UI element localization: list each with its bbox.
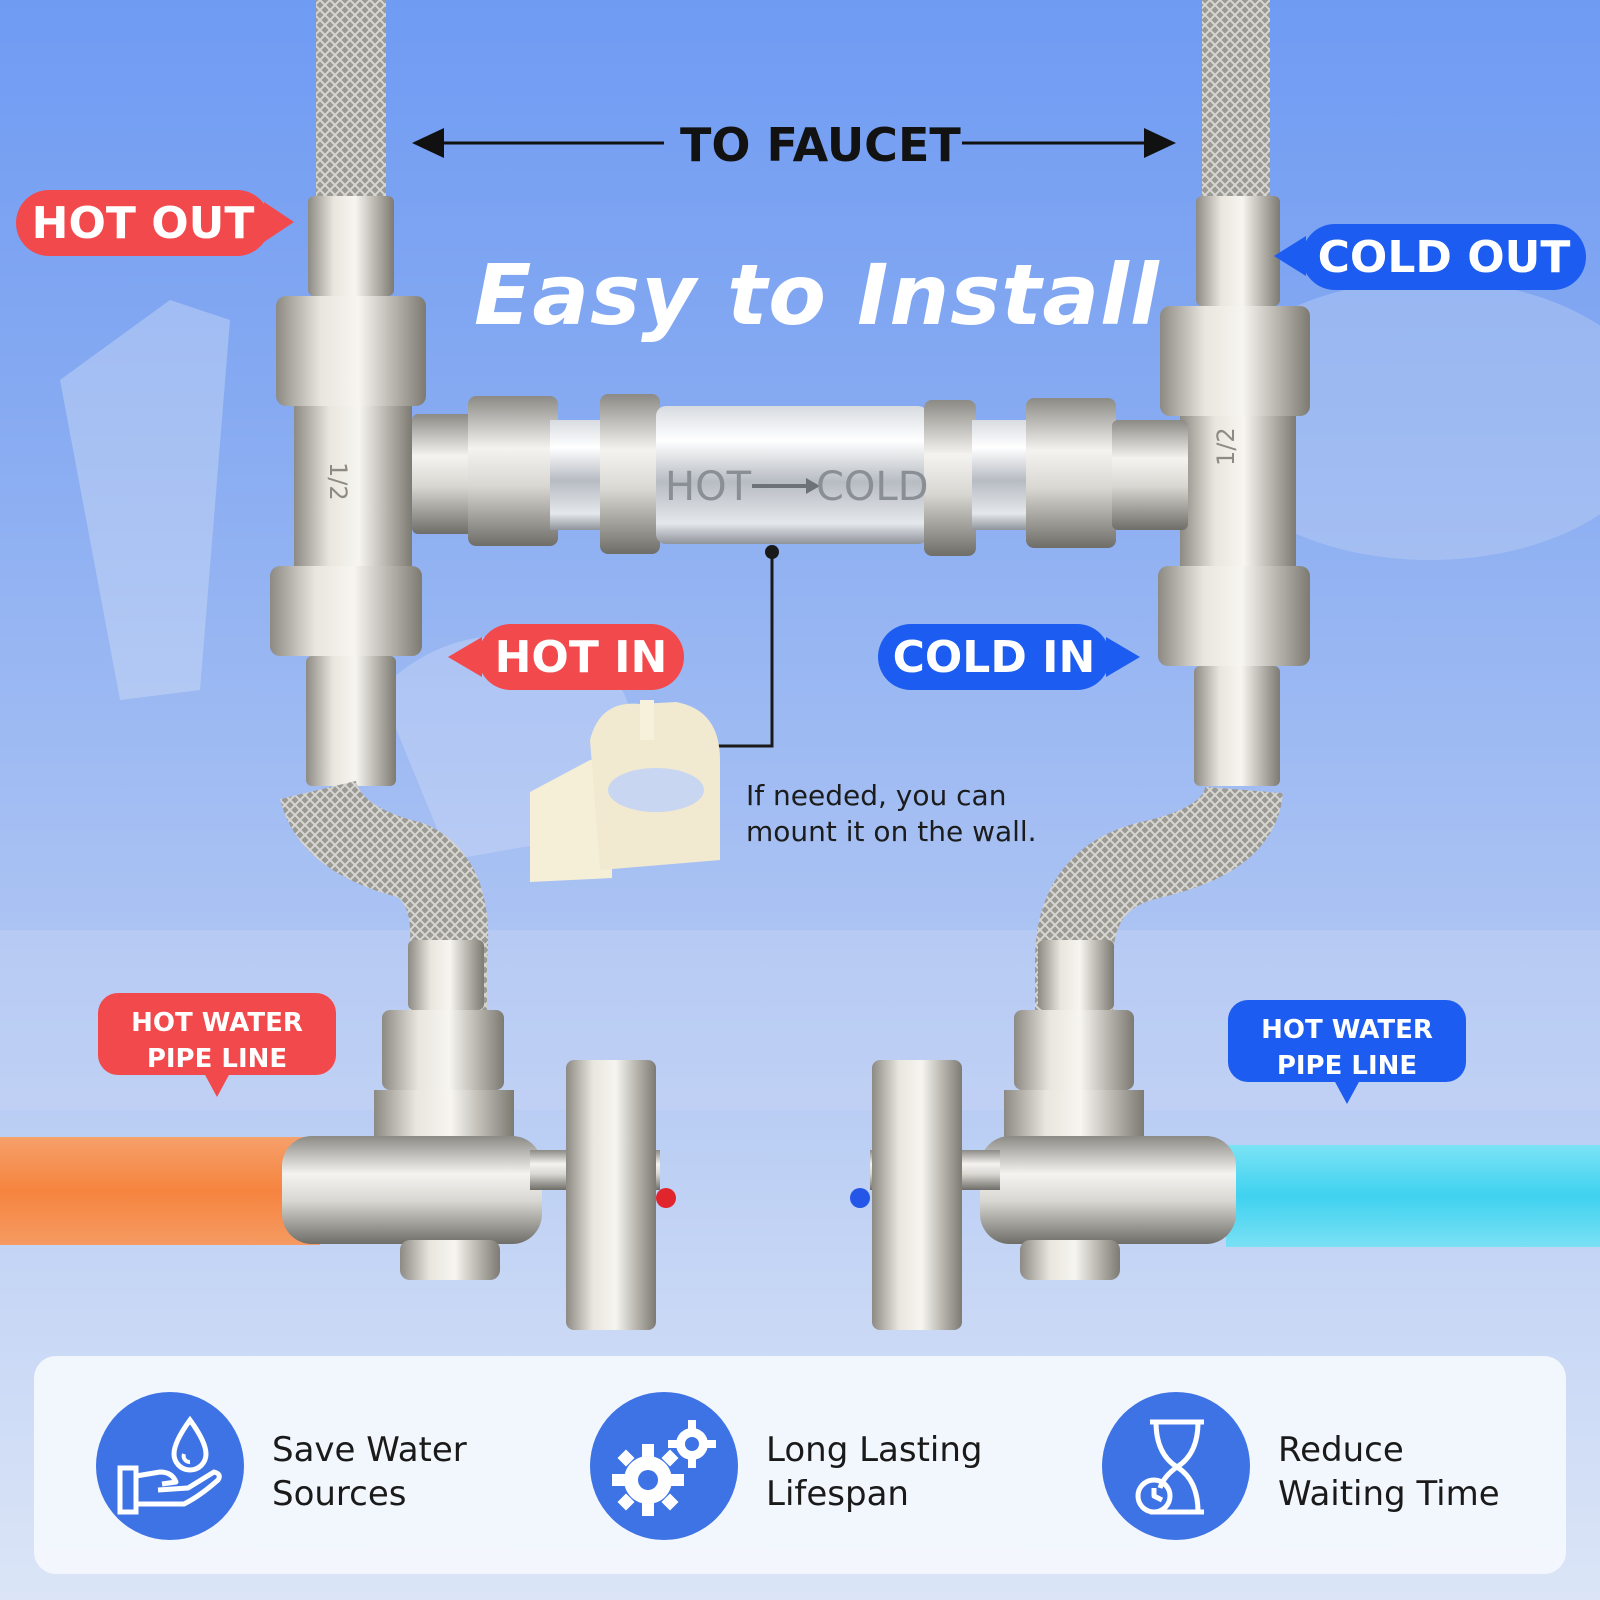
hot-out-text: HOT OUT — [31, 197, 255, 249]
crossover-valve: HOT COLD 1/2 1/2 — [324, 394, 1240, 556]
wall-mount-note: If needed, you can mount it on the wall. — [746, 778, 1126, 850]
feature-icon-circle — [96, 1392, 244, 1540]
wall-mount-clip — [530, 700, 720, 882]
feature-save-water: Save Water Sources — [96, 1392, 566, 1542]
to-faucet-arrows — [412, 128, 1176, 158]
cold-pipe-line-pointer — [1334, 1080, 1360, 1104]
cold-supply-pipe — [1226, 1145, 1600, 1247]
hot-shutoff-valve — [282, 940, 676, 1330]
hot-pipe-line-line2: PIPE LINE — [146, 1044, 288, 1074]
cold-out-label: COLD OUT — [1274, 224, 1586, 290]
feature-save-water-line1: Save Water — [272, 1430, 467, 1470]
hot-out-label: HOT OUT — [16, 190, 294, 256]
feature-reduce-waiting-label: Reduce Waiting Time — [1278, 1428, 1500, 1516]
hot-out-fittings — [270, 196, 426, 786]
features-panel: Save Water Sources — [34, 1356, 1566, 1574]
cold-out-text: COLD OUT — [1317, 231, 1571, 283]
background-scene — [0, 280, 1600, 1110]
cold-in-pointer — [1106, 637, 1140, 677]
feature-long-lasting: Long Lasting Lifespan — [590, 1392, 1060, 1542]
hot-pipe-line-line1: HOT WATER — [131, 1008, 303, 1038]
cold-out-hose — [1202, 0, 1270, 200]
cold-pipe-line-label: HOT WATER PIPE LINE — [1228, 1000, 1466, 1104]
feature-long-lasting-line1: Long Lasting — [766, 1430, 983, 1470]
feature-save-water-label: Save Water Sources — [272, 1428, 467, 1516]
feature-save-water-line2: Sources — [272, 1474, 407, 1514]
cold-in-text: COLD IN — [892, 631, 1096, 683]
hot-pipe-line-label: HOT WATER PIPE LINE — [98, 993, 336, 1097]
wall-mount-note-line2: mount it on the wall. — [746, 815, 1037, 848]
cold-in-label: COLD IN — [878, 624, 1140, 690]
hot-pipe-line-pointer — [204, 1073, 230, 1097]
hot-supply-pipe — [0, 1137, 320, 1245]
tee-marking-left: 1/2 — [324, 462, 352, 501]
hot-out-pointer — [264, 202, 294, 242]
hot-in-label: HOT IN — [448, 624, 684, 690]
gears-icon — [612, 1420, 716, 1516]
feature-reduce-waiting-line2: Waiting Time — [1278, 1474, 1500, 1514]
cold-shutoff-valve — [850, 940, 1236, 1330]
hourglass-clock-icon — [1135, 1419, 1204, 1515]
to-faucet-label: TO FAUCET — [680, 118, 961, 172]
feature-long-lasting-label: Long Lasting Lifespan — [766, 1428, 982, 1516]
feature-icon-circle — [1102, 1392, 1250, 1540]
valve-cold-engraving: COLD — [816, 464, 929, 510]
feature-reduce-waiting: Reduce Waiting Time — [1102, 1392, 1552, 1542]
cold-pipe-line-line2: PIPE LINE — [1276, 1051, 1418, 1081]
cold-out-fittings — [1158, 196, 1310, 786]
hot-out-hose — [316, 0, 386, 200]
cold-pipe-line-line1: HOT WATER — [1261, 1015, 1433, 1045]
tee-marking-right: 1/2 — [1212, 427, 1240, 466]
water-hand-icon — [117, 1415, 222, 1515]
wall-mount-note-line1: If needed, you can — [746, 779, 1007, 812]
cold-out-pointer — [1274, 236, 1306, 276]
hot-in-pointer — [448, 637, 482, 677]
hot-in-text: HOT IN — [494, 631, 668, 683]
feature-long-lasting-line2: Lifespan — [766, 1474, 909, 1514]
cold-lower-hose — [1035, 784, 1283, 1010]
headline: Easy to Install — [474, 246, 1160, 344]
leader-line — [704, 552, 774, 748]
hot-lower-hose — [280, 778, 489, 1010]
valve-hot-engraving: HOT — [665, 464, 752, 510]
feature-reduce-waiting-line1: Reduce — [1278, 1430, 1404, 1470]
feature-icon-circle — [590, 1392, 738, 1540]
